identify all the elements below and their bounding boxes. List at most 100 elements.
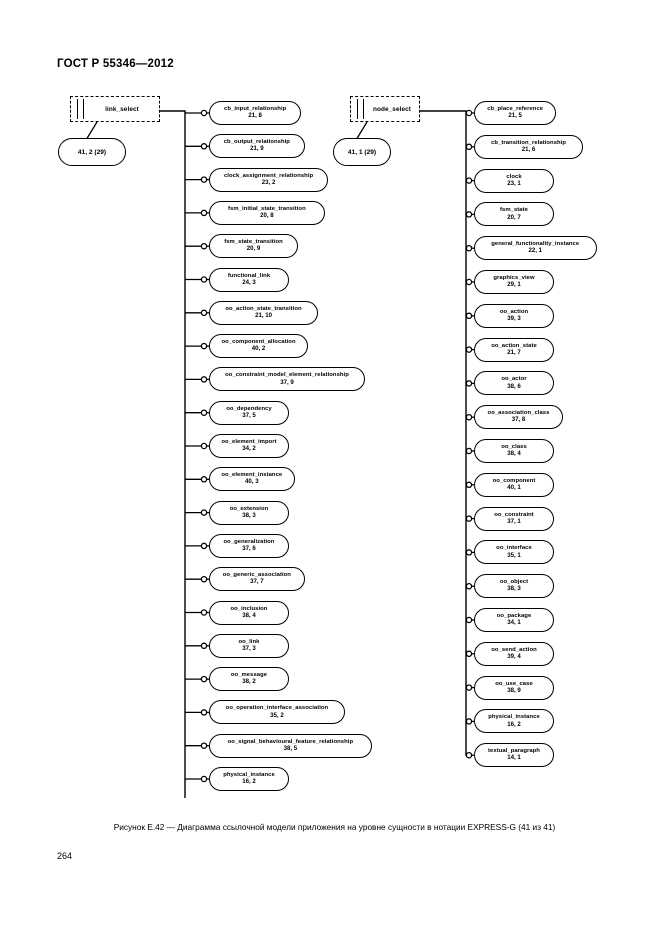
entity-page-reference: 37, 1 (507, 517, 521, 525)
entity-page-reference: 39, 3 (507, 314, 521, 322)
entity-name: cb_place_reference (487, 106, 544, 113)
entity-name: oo_constraint (494, 511, 534, 518)
entity-name: oo_object (499, 579, 529, 586)
entity-oo-constraint-model-element-relationship[interactable]: oo_constraint_model_element_relationship… (209, 367, 365, 392)
entity-page-reference: 37, 8 (511, 416, 526, 424)
entity-name: oo_inclusion (230, 605, 268, 612)
connector-lines (85, 109, 474, 798)
entity-page-reference: 22, 1 (528, 247, 543, 255)
entity-page-reference: 21, 7 (507, 348, 521, 356)
entity-name: clock_assignment_relationship (223, 172, 314, 179)
express-g-diagram: link_select node_select 41, 2 (29) 41, 1… (0, 88, 661, 810)
entity-name: oo_operation_interface_association (225, 705, 329, 712)
entity-page-reference: 38, 3 (507, 585, 521, 593)
entity-page-reference: 20, 7 (507, 213, 521, 221)
entity-page-reference: 37, 5 (242, 411, 256, 419)
figure-caption: Рисунок Е.42 — Диаграмма ссылочной модел… (113, 822, 556, 832)
select-box-link-select[interactable]: link_select (70, 96, 160, 122)
entity-name: oo_interface (496, 545, 532, 552)
entity-page-reference: 38, 4 (507, 450, 521, 458)
entity-page-reference: 34, 1 (507, 619, 521, 627)
entity-page-reference: 21, 9 (250, 145, 264, 153)
page-number: 264 (57, 851, 73, 861)
entity-page-reference: 38, 3 (242, 511, 256, 519)
entity-name: oo_send_action (491, 646, 537, 653)
entity-oo-signal-behavioural-feature-relationship[interactable]: oo_signal_behavioural_feature_relationsh… (209, 733, 372, 758)
select-divider-bar (83, 99, 84, 119)
entity-page-reference: 20, 8 (260, 212, 274, 220)
select-box-label: link_select (105, 105, 139, 113)
entity-name: fsm_initial_state_transition (228, 205, 306, 212)
entity-name: oo_message (230, 672, 268, 679)
entity-page-reference: 21, 5 (508, 112, 522, 120)
entity-name: functional_link (227, 272, 271, 279)
entity-name: cb_output_relationship (223, 139, 290, 146)
entity-name: oo_actor (501, 376, 527, 383)
entity-name: oo_component (492, 477, 536, 484)
entity-page-reference: 14, 1 (507, 754, 521, 762)
entity-page-reference: 39, 4 (507, 652, 521, 660)
entity-page-reference: 40, 3 (245, 478, 259, 486)
entity-page-reference: 21, 6 (521, 145, 536, 153)
entity-page-reference: 38, 4 (242, 611, 256, 619)
entity-page-reference: 40, 2 (251, 345, 266, 353)
entity-name: oo_signal_behavioural_feature_relationsh… (227, 738, 354, 745)
page-reference-bubble-link-select[interactable]: 41, 2 (29) (58, 138, 126, 166)
entity-page-reference: 38, 6 (507, 382, 521, 390)
page-reference-bubble-node-select[interactable]: 41, 1 (29) (333, 138, 391, 166)
entity-name: oo_generalization (223, 538, 275, 545)
entity-name: oo_action_state (491, 342, 537, 349)
entity-page-reference: 35, 1 (507, 551, 521, 559)
entity-page-reference: 23, 2 (261, 178, 276, 186)
entity-name: oo_link (238, 638, 260, 645)
entity-page-reference: 23, 1 (507, 179, 521, 187)
entity-page-reference: 20, 9 (246, 245, 261, 253)
select-divider-bar (363, 99, 364, 119)
select-box-node-select[interactable]: node_select (350, 96, 420, 122)
entity-page-reference: 16, 2 (242, 778, 256, 786)
entity-name: oo_component_allocation (221, 339, 296, 346)
entity-name: cb_input_relationship (224, 106, 287, 113)
select-divider-bar (357, 99, 358, 119)
